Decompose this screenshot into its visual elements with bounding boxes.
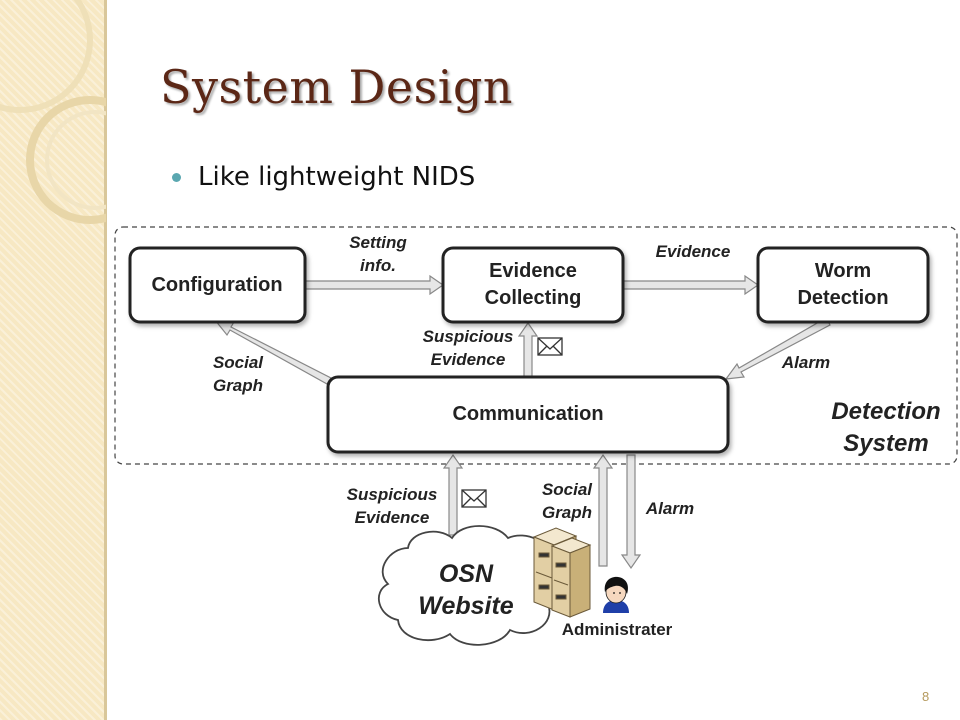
box-evidence-collecting: Evidence Collecting [441, 246, 625, 324]
server-icon [532, 527, 592, 618]
arrows [213, 274, 831, 570]
arrow-alarm-bottom [620, 454, 642, 570]
slide-title: System Design [160, 60, 514, 114]
box-configuration: Configuration [128, 246, 307, 324]
label-alarm-right: Alarm [781, 353, 830, 372]
decorative-sidebar [0, 0, 106, 720]
administrater-label: Administrater [562, 620, 673, 639]
arrow-suspicious-evidence-bottom [442, 453, 464, 536]
label-alarm-bottom: Alarm [645, 499, 694, 518]
bullet-item: Like lightweight NIDS [198, 162, 476, 192]
label-detection-system-2: System [843, 430, 928, 457]
label-suspicious-evidence-top-2: Evidence [431, 350, 506, 369]
arrow-setting-info [304, 274, 445, 296]
administrator-person-icon [603, 576, 629, 613]
label-detection-system-1: Detection [831, 398, 940, 425]
envelope-icon [461, 489, 487, 508]
label-social-graph-left-2: Graph [213, 376, 263, 395]
label-evidence: Evidence [656, 242, 731, 261]
label-suspicious-evidence-top-1: Suspicious [423, 327, 514, 346]
page-number: 8 [922, 689, 930, 704]
sidebar-swirl-decoration [0, 0, 106, 224]
label-social-graph-left-1: Social [213, 353, 264, 372]
box-worm-detection-label-2: Detection [797, 287, 888, 309]
box-communication: Communication [326, 375, 730, 454]
label-setting-info-1: Setting [349, 233, 407, 252]
box-communication-label: Communication [452, 403, 603, 425]
arrow-social-graph-bottom [592, 453, 614, 567]
label-suspicious-evidence-bottom-2: Evidence [355, 508, 430, 527]
box-worm-detection-label-1: Worm [815, 260, 871, 282]
box-configuration-label: Configuration [151, 274, 282, 296]
arrow-alarm-right [724, 317, 831, 380]
label-suspicious-evidence-bottom-1: Suspicious [347, 485, 438, 504]
box-evidence-collecting-label-1: Evidence [489, 260, 577, 282]
box-worm-detection: Worm Detection [756, 246, 930, 324]
label-social-graph-bottom-1: Social [542, 480, 593, 499]
sidebar-edge [104, 0, 107, 720]
label-setting-info-2: info. [360, 256, 396, 275]
label-social-graph-bottom-2: Graph [542, 503, 592, 522]
bullet-dot [172, 173, 181, 182]
osn-website-label-1: OSN [439, 560, 494, 588]
arrow-social-graph-left [213, 319, 332, 385]
arrow-suspicious-evidence-up [517, 321, 539, 379]
box-evidence-collecting-label-2: Collecting [485, 287, 582, 309]
envelope-icon [537, 337, 563, 356]
arrow-evidence [622, 274, 760, 296]
osn-website-cloud: OSN Website [377, 525, 563, 646]
osn-website-label-2: Website [418, 592, 513, 620]
detection-system-boundary [114, 226, 958, 465]
